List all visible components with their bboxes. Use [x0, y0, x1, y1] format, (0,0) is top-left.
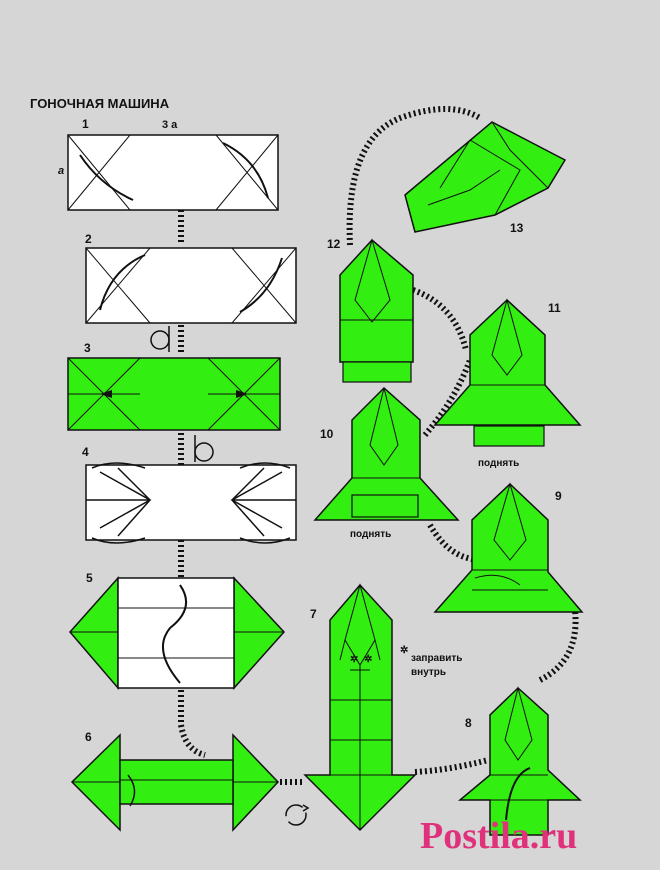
turn-over-symbol-b: [194, 435, 214, 462]
step-7: 7 ✲ ✲ ✲ заправить внутрь: [303, 583, 462, 832]
connector-8-9: [538, 609, 579, 683]
step-number-11: 11: [548, 301, 561, 315]
tuck-note-star: ✲: [400, 645, 408, 656]
step-10: 10 поднять: [313, 386, 460, 540]
step-number-3: 3: [84, 341, 91, 355]
car-body-13: [404, 121, 567, 233]
paper-body-6: [119, 759, 234, 805]
fold-lines-5: [70, 607, 284, 659]
fold-lines-7: [305, 583, 415, 830]
step-number-2: 2: [85, 232, 92, 246]
lift-flap-11: [473, 425, 545, 447]
model-body-10: [313, 386, 460, 521]
tuck-note-line1: заправить: [411, 653, 462, 664]
width-label: 3 a: [162, 119, 178, 131]
fold-lines-1: [67, 134, 279, 211]
step-number-8: 8: [465, 716, 472, 730]
fold-lines-12: [340, 238, 413, 323]
step-number-1: 1: [82, 117, 89, 131]
step-number-6: 6: [85, 730, 92, 744]
step-number-5: 5: [86, 571, 93, 585]
connector-11-12: [411, 287, 469, 351]
fold-arrow-8: [505, 767, 531, 821]
step-5: 5: [69, 571, 286, 691]
paper-rect-4: [85, 464, 297, 541]
fold-arrow-6: [127, 774, 136, 807]
diagram-title: ГОНОЧНАЯ МАШИНА: [30, 96, 170, 111]
step-9: 9: [433, 482, 584, 613]
tuck-note-line2: внутрь: [411, 667, 446, 678]
tuck-marker-a: ✲: [350, 654, 358, 665]
step-13: 13: [404, 121, 567, 235]
connector-12-13: [346, 106, 482, 246]
fold-lines-11: [470, 298, 545, 386]
step-12: 12: [327, 237, 414, 383]
step-3: 3: [67, 341, 281, 431]
fold-lines-4: [86, 467, 296, 537]
car-fold-lines-13: [404, 121, 549, 233]
fold-arrows-1: [79, 142, 269, 201]
lift-label-11: поднять: [478, 458, 519, 469]
height-label: a: [58, 165, 64, 177]
fold-arrow-5: [162, 584, 188, 684]
watermark: Postila.ru: [420, 815, 577, 857]
model-body-11: [433, 298, 582, 426]
step-11: 11 поднять: [433, 298, 582, 469]
fold-lines-9: [472, 482, 548, 591]
tuck-marker-b: ✲: [364, 654, 372, 665]
paper-rect-1: [67, 134, 279, 211]
connector-5-6: [178, 690, 206, 758]
turn-over-symbol-a: [150, 326, 170, 352]
base-flap-12: [342, 361, 412, 383]
step-1: 1 3 a a: [58, 117, 279, 211]
fold-arrows-4: [91, 462, 291, 544]
model-body-12: [339, 238, 414, 363]
step-number-13: 13: [510, 221, 524, 235]
paper-body-5: [117, 577, 235, 689]
step-6: 6: [70, 730, 310, 832]
lift-flap-10: [351, 494, 419, 518]
fold-lines-6: [72, 779, 278, 783]
lift-label-10: поднять: [350, 529, 391, 540]
fold-lines-2: [85, 247, 297, 324]
step-number-9: 9: [555, 489, 562, 503]
fold-lines-10: [352, 387, 420, 479]
step-number-12: 12: [327, 237, 341, 251]
rotate-icon: [285, 804, 310, 826]
step-number-7: 7: [310, 607, 317, 621]
flap-right-5: [233, 576, 286, 690]
step-4: 4: [82, 445, 297, 544]
step-8: 8: [457, 686, 582, 836]
model-body-9: [433, 482, 584, 613]
model-body-8: [457, 686, 582, 836]
step-number-4: 4: [82, 445, 89, 459]
flap-left-5: [69, 576, 119, 691]
step-number-10: 10: [320, 427, 334, 441]
connector-7-8: [414, 757, 489, 775]
step-2: 2: [85, 232, 297, 324]
paper-rect-2: [85, 247, 297, 324]
fold-arrows-2: [99, 254, 283, 313]
